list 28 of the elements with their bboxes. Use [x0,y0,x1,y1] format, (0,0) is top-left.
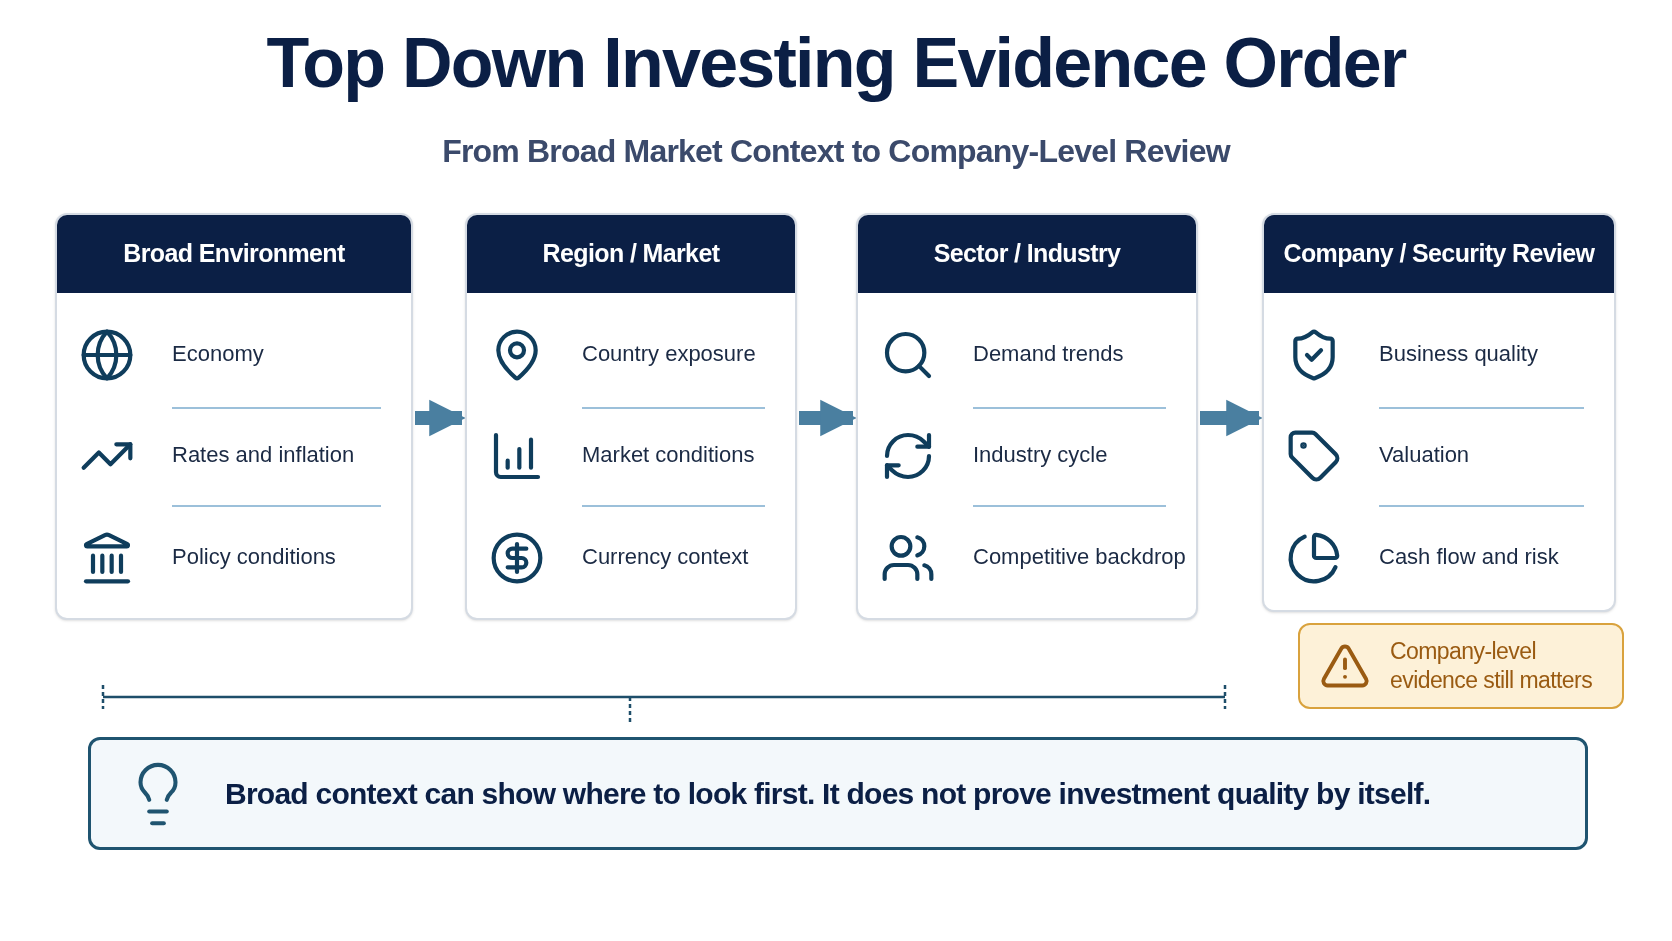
card-title: Broad Environment [123,238,345,270]
item-text: Country exposure [582,343,756,365]
flow-arrow [799,399,857,437]
item-text: Market conditions [582,444,755,466]
item-text: Currency context [582,546,749,568]
stage-card [1262,213,1616,612]
item-text: Rates and inflation [172,444,355,466]
stage-card [55,213,413,620]
stage-card [856,213,1198,620]
warning-text: Company-level evidence still matters [1390,637,1594,695]
subtitle: From Broad Market Context to Company-Level Review [442,135,1230,167]
card-title: Company / Security Review [1283,238,1595,270]
flow-arrow [415,399,466,437]
item-text: Policy conditions [172,546,336,568]
item-text: Cash flow and risk [1379,546,1559,568]
item-text: Competitive backdrop [973,546,1186,568]
warning-box [1298,623,1624,709]
item-text: Valuation [1379,444,1470,466]
item-text: Business quality [1379,343,1538,365]
item-text: Economy [172,343,264,365]
note-text: Broad context can show where to look first. It does not prove investment quality by itself. [225,776,1431,812]
note-box [88,737,1588,850]
item-text: Industry cycle [973,444,1108,466]
stage-card [465,213,797,620]
card-title: Region / Market [542,238,720,270]
item-text: Demand trends [973,343,1124,365]
card-title: Sector / Industry [933,238,1121,270]
flow-arrow [1200,399,1263,437]
